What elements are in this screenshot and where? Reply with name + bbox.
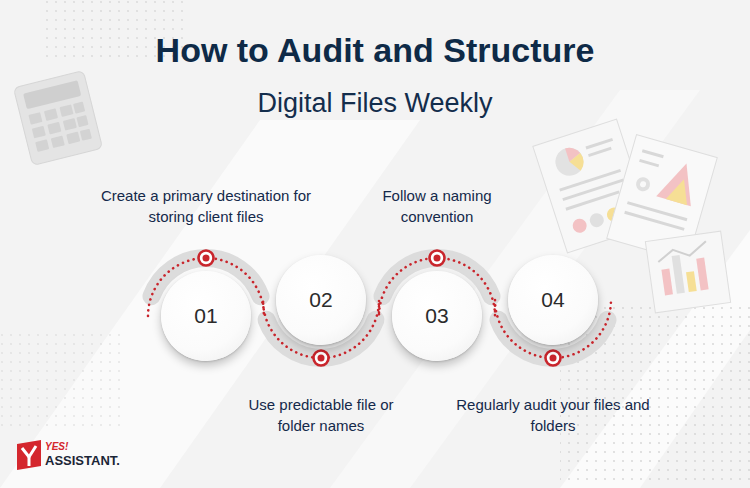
step-description: Regularly audit your files and folders bbox=[453, 394, 653, 436]
step-circle: 01Create a primary destination for stori… bbox=[161, 271, 251, 361]
logo-icon bbox=[17, 440, 41, 470]
report-sheet bbox=[645, 231, 730, 313]
step-number: 02 bbox=[276, 255, 366, 345]
light-streak bbox=[560, 230, 750, 488]
subtitle: Digital Files Weekly bbox=[0, 88, 750, 119]
light-streak bbox=[0, 120, 420, 488]
diagram-title: How to Audit and Structure bbox=[0, 30, 750, 70]
step-circle: 02Use predictable file or folder names bbox=[276, 255, 366, 345]
step-circle: 03Follow a naming convention bbox=[392, 271, 482, 361]
step-description: Create a primary destination for storing… bbox=[91, 185, 321, 227]
logo-text: ASSISTANT. bbox=[45, 453, 120, 468]
dot-pattern bbox=[0, 330, 120, 430]
step-number: 04 bbox=[508, 255, 598, 345]
logo-text: YES! bbox=[45, 441, 68, 452]
step-number: 03 bbox=[392, 271, 482, 361]
calculator-icon bbox=[13, 70, 102, 165]
step-number: 01 bbox=[161, 271, 251, 361]
step-circle: 04Regularly audit your files and folders bbox=[508, 255, 598, 345]
step-description: Follow a naming convention bbox=[362, 185, 512, 227]
target-marker bbox=[199, 251, 561, 366]
step-description: Use predictable file or folder names bbox=[236, 394, 406, 436]
